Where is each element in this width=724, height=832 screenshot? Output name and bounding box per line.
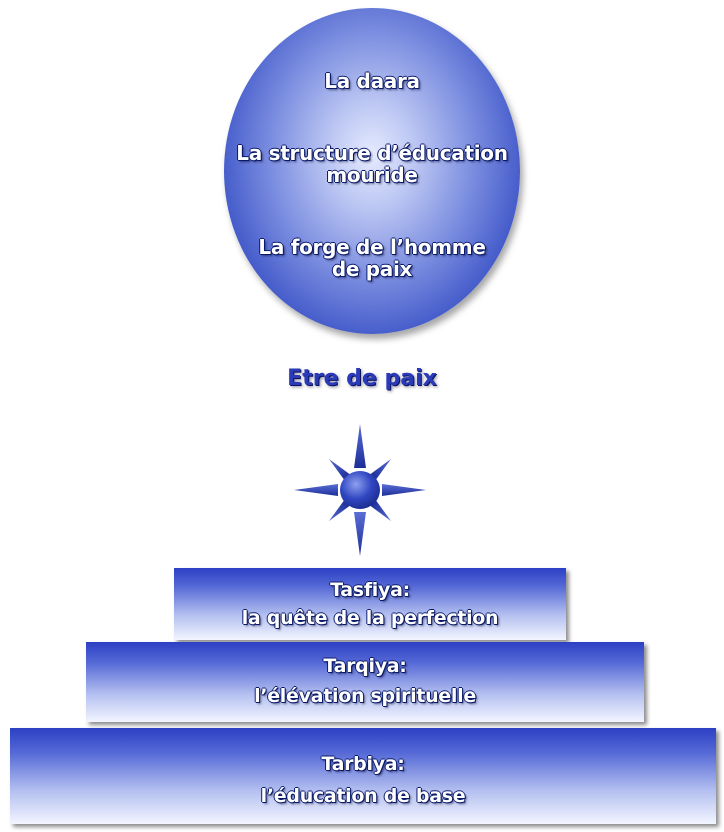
circle-line-forge: La forge de l’homme bbox=[258, 235, 486, 259]
circle-line-daara: La daara bbox=[324, 69, 420, 93]
step-tarbiya: Tarbiya: l’éducation de base bbox=[10, 728, 716, 824]
step-tarqiya-title: Tarqiya: bbox=[323, 655, 407, 677]
step-tarbiya-subtitle: l’éducation de base bbox=[260, 785, 466, 807]
step-tarqiya: Tarqiya: l’élévation spirituelle bbox=[86, 642, 644, 722]
daara-circle: La daara La structure d’éducation mourid… bbox=[224, 8, 520, 334]
step-tasfiya-title: Tasfiya: bbox=[330, 579, 410, 601]
circle-line-structure: La structure d’éducation bbox=[236, 141, 508, 165]
circle-line-paix: de paix bbox=[331, 257, 413, 281]
step-tarqiya-subtitle: l’élévation spirituelle bbox=[254, 685, 476, 707]
sun-star-icon bbox=[294, 424, 426, 556]
circle-line-mouride: mouride bbox=[326, 163, 418, 187]
step-tasfiya: Tasfiya: la quête de la perfection bbox=[174, 568, 566, 640]
etre-de-paix-label: Etre de paix bbox=[287, 366, 437, 391]
step-tasfiya-subtitle: la quête de la perfection bbox=[241, 607, 499, 629]
step-tarbiya-title: Tarbiya: bbox=[321, 753, 405, 775]
